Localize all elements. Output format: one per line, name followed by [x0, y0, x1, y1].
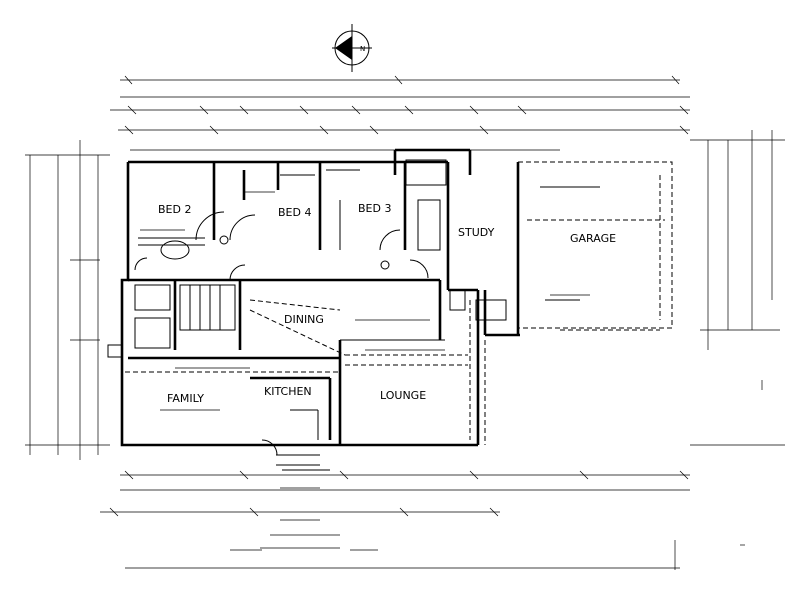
bottom-dimensions — [100, 470, 745, 570]
doors — [134, 211, 429, 456]
room-label-family: FAMILY — [167, 392, 204, 405]
room-labels: BED 2 BED 4 BED 3 STUDY GARAGE DINING FA… — [158, 202, 616, 405]
exterior-walls — [120, 148, 520, 447]
north-label: N — [360, 45, 365, 53]
porch-steps — [276, 454, 330, 471]
room-label-bed2: BED 2 — [158, 203, 191, 216]
room-label-dining: DINING — [284, 313, 324, 326]
room-label-kitchen: KITCHEN — [264, 385, 312, 398]
annotation-marks — [140, 191, 590, 551]
room-label-lounge: LOUNGE — [380, 389, 426, 402]
room-label-study: STUDY — [458, 226, 495, 239]
dashed-bulkheads — [125, 299, 660, 445]
north-arrow: N — [332, 24, 372, 72]
interior-walls — [128, 162, 445, 445]
room-label-garage: GARAGE — [570, 232, 616, 245]
top-dimensions — [110, 75, 690, 151]
right-dimensions — [690, 130, 785, 446]
room-label-bed4: BED 4 — [278, 206, 311, 219]
wet-area-fixtures — [107, 159, 507, 358]
garage-outline — [518, 161, 673, 329]
robes — [138, 169, 360, 250]
room-label-bed3: BED 3 — [358, 202, 391, 215]
left-dimensions — [25, 140, 110, 460]
